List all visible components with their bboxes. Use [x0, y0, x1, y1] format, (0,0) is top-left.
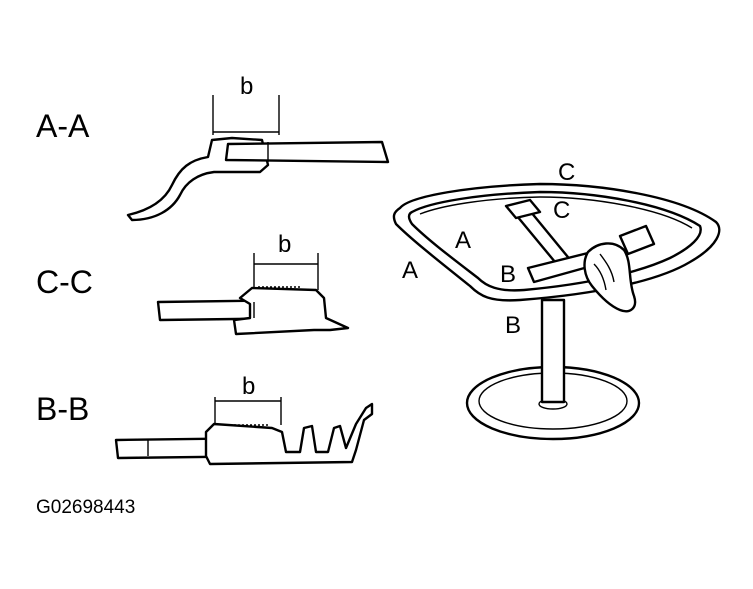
seal-molding-profile-c-c	[232, 286, 350, 336]
stand-post	[540, 298, 566, 404]
dimension-b-a-a: b	[212, 73, 280, 135]
section-c-c: C-C b	[36, 231, 350, 336]
section-label-a-a: A-A	[36, 108, 90, 144]
dimension-label: b	[278, 231, 291, 258]
dimension-label: b	[240, 73, 253, 100]
glass-panel-a-a	[224, 140, 390, 164]
callout-b-inner: B	[500, 261, 516, 288]
section-b-b: B-B b	[36, 373, 374, 466]
windshield-outer-edge	[392, 182, 721, 302]
callout-b-outer: B	[505, 312, 521, 339]
support-pad	[504, 198, 542, 220]
dimension-label: b	[242, 373, 255, 400]
seal-molding-profile-b-b	[204, 402, 374, 466]
callout-a-inner: A	[455, 227, 471, 254]
section-a-a: A-A b	[36, 73, 390, 222]
callout-a-outer: A	[402, 257, 418, 284]
hand	[583, 242, 637, 313]
section-label-b-b: B-B	[36, 391, 89, 427]
callout-c-inner: C	[553, 197, 570, 224]
dimension-b-b-b: b	[214, 373, 282, 426]
windshield-on-stand-illustration: A A B B C C	[392, 159, 721, 441]
applicator-head	[618, 224, 656, 256]
callout-c-outer: C	[558, 159, 575, 186]
windshield-glass	[407, 190, 702, 292]
figure-code: G02698443	[36, 497, 135, 518]
section-label-c-c: C-C	[36, 264, 93, 300]
dimension-b-c-c: b	[253, 231, 319, 290]
